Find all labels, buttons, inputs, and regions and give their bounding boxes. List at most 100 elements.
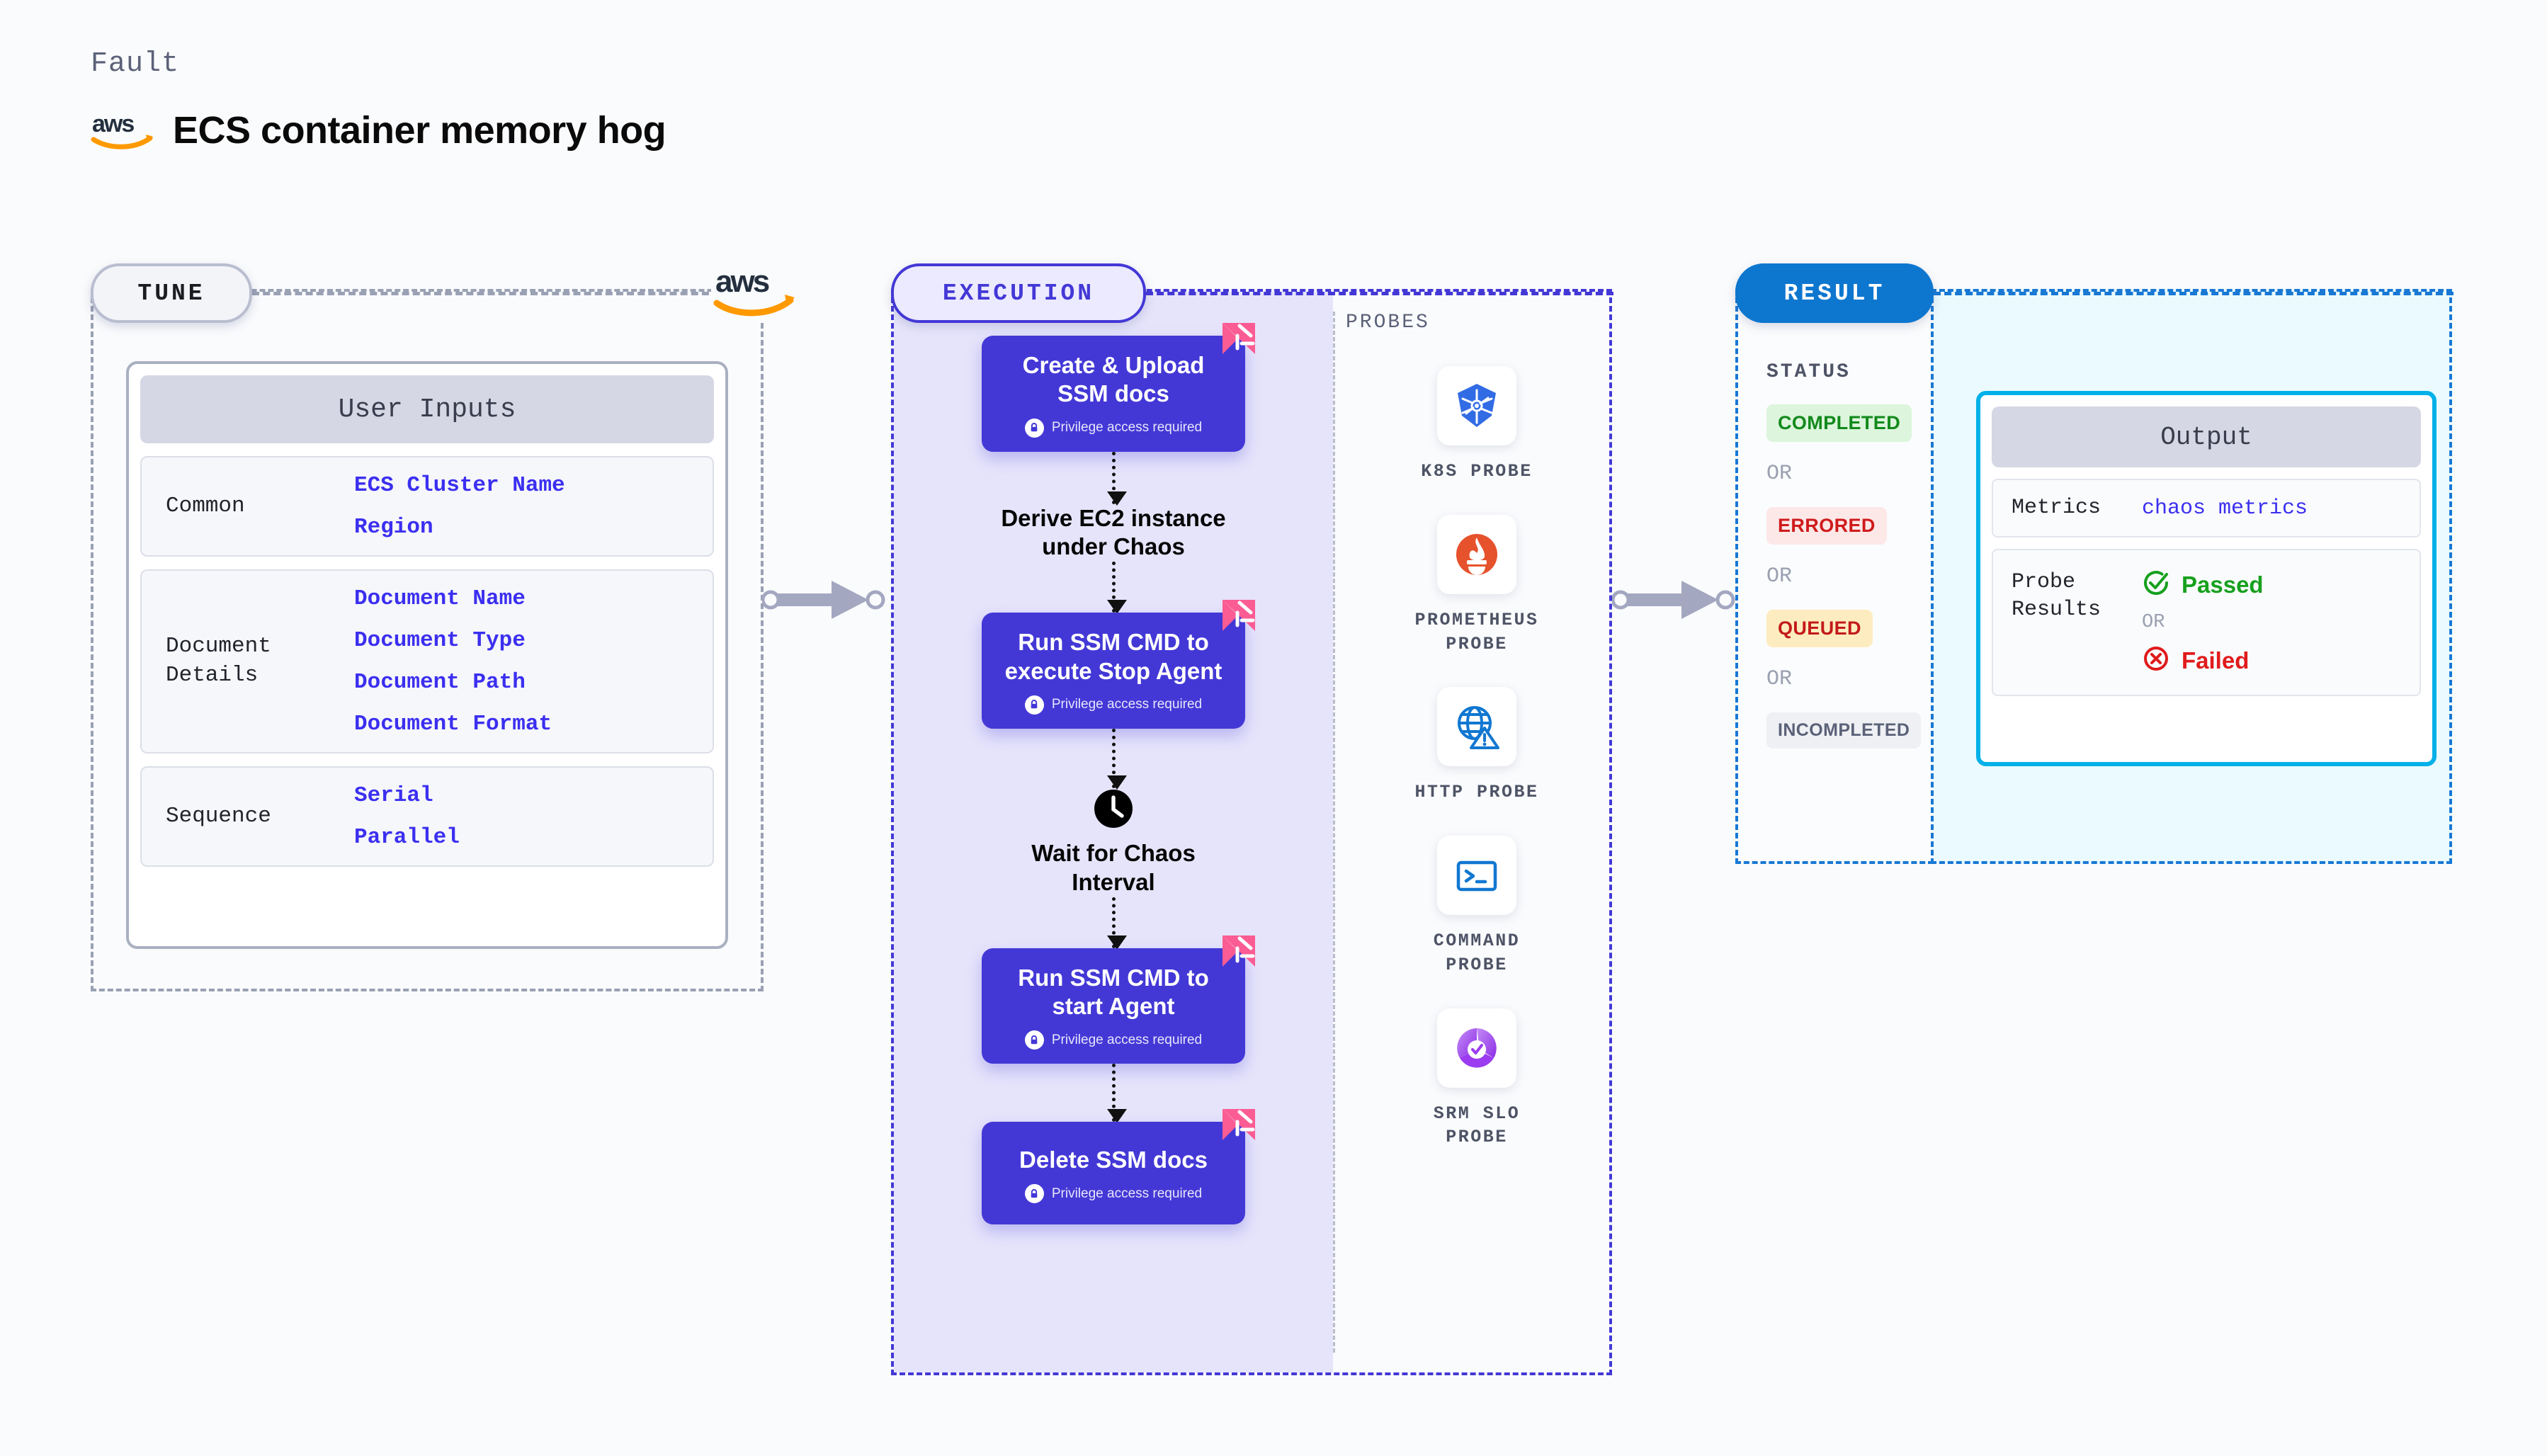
status-label: STATUS [1766,361,1851,383]
page-header: Fault aws ECS container memory hog [91,48,666,152]
svg-text:aws: aws [715,264,769,299]
execution-step-card[interactable]: Run SSM CMD to start Agent Privilege acc… [982,935,1255,1064]
output-metrics-value[interactable]: chaos metrics [2142,496,2308,521]
tune-value[interactable]: Document Name [354,586,526,611]
tune-value[interactable]: Region [354,515,433,540]
stage-badge-tune[interactable]: TUNE [91,263,252,323]
litmus-badge-icon [1218,320,1258,357]
output-probe-key: Probe Results [2012,570,2101,622]
execution-step-card[interactable]: Delete SSM docs Privilege access require… [982,1109,1255,1225]
probe-result-passed: Passed [2142,569,2264,601]
status-badge-errored: ERRORED [1766,507,1887,545]
step-privilege-note: Privilege access required [994,1184,1232,1204]
probe-item-http[interactable]: HTTP PROBE [1346,687,1608,804]
step-title: Create & Upload SSM docs [1022,352,1205,407]
step-title: Delete SSM docs [1019,1147,1208,1173]
title-row: aws ECS container memory hog [91,108,666,152]
output-probe-results-row: Probe Results Passed OR [1992,549,2421,696]
litmus-badge-icon [1218,597,1258,634]
lock-icon [1024,1030,1044,1050]
tune-group-common: Common ECS Cluster Name Region [140,456,714,557]
probe-label: K8S PROBE [1421,461,1533,482]
lock-icon [1024,1184,1044,1204]
execution-step-plain: Derive EC2 instance under Chaos [1001,504,1226,560]
step-title: Run SSM CMD to execute Stop Agent [1004,629,1223,684]
probe-label: COMMAND PROBE [1433,931,1521,975]
or-separator: OR [1766,667,1793,691]
output-title: Output [1992,406,2421,467]
clock-icon [1093,788,1134,829]
probe-label: PROMETHEUS PROBE [1414,609,1539,654]
output-card: Output Metrics chaos metrics Probe Resul… [1976,391,2437,766]
aws-logo-icon: aws [91,110,154,150]
tune-group-key: Common [166,493,245,518]
page-title: ECS container memory hog [173,109,666,152]
connector-arrow-tune-to-execution [761,575,897,628]
result-status-frame [1735,289,1934,864]
litmus-badge-icon [1218,1106,1258,1143]
svg-text:aws: aws [92,110,134,137]
probe-item-k8s[interactable]: K8S PROBE [1346,366,1608,484]
aws-watermark-icon: aws [711,261,798,320]
tune-value[interactable]: Serial [354,783,433,808]
lock-icon [1024,695,1044,715]
user-inputs-card: User Inputs Common ECS Cluster Name Regi… [126,361,728,949]
kubernetes-icon [1437,366,1516,445]
step-title: Run SSM CMD to start Agent [1018,964,1209,1019]
execution-step-wait: Wait for Chaos Interval [1031,788,1196,897]
x-circle-icon [2142,644,2170,676]
execution-step-card[interactable]: Run SSM CMD to execute Stop Agent Privil… [982,600,1255,729]
tune-value[interactable]: ECS Cluster Name [354,473,565,498]
failed-label: Failed [2182,647,2250,673]
fault-kicker: Fault [91,48,180,80]
tune-value[interactable]: Parallel [354,825,460,850]
probes-divider [1333,312,1335,1353]
or-separator: OR [1766,462,1793,486]
step-note-text: Privilege access required [1051,1185,1203,1201]
step-connector [1106,728,1127,790]
result-status-column: STATUS COMPLETED OR ERRORED OR QUEUED OR… [1766,361,1944,749]
connector-arrow-execution-to-result [1611,575,1747,628]
step-privilege-note: Privilege access required [994,695,1232,715]
tune-value[interactable]: Document Format [354,712,552,736]
tune-value[interactable]: Document Type [354,628,526,653]
tune-value[interactable]: Document Path [354,670,526,695]
probe-label: HTTP PROBE [1414,782,1539,803]
litmus-badge-icon [1218,933,1258,969]
probe-item-srm-slo[interactable]: SRM SLO PROBE [1346,1008,1608,1150]
passed-label: Passed [2182,571,2264,598]
probe-result-failed: Failed [2142,644,2264,676]
srm-slo-icon [1437,1008,1516,1088]
probes-column: PROBES K8S PROBE [1346,312,1608,1181]
probe-item-prometheus[interactable]: PROMETHEUS PROBE [1346,514,1608,656]
status-badge-completed: COMPLETED [1766,404,1912,442]
step-note-text: Privilege access required [1051,697,1203,712]
terminal-icon [1437,836,1516,915]
execution-steps-column: Create & Upload SSM docs Privilege acces… [894,292,1333,1372]
step-privilege-note: Privilege access required [994,418,1232,438]
step-title: Wait for Chaos Interval [1031,839,1196,895]
probe-item-command[interactable]: COMMAND PROBE [1346,836,1608,977]
step-connector [1106,562,1127,615]
result-pill-connector-line [1934,292,2454,295]
stage-badge-execution[interactable]: EXECUTION [891,263,1146,323]
http-globe-warning-icon [1437,687,1516,767]
step-connector [1106,1064,1127,1124]
output-metrics-row: Metrics chaos metrics [1992,479,2421,538]
output-metrics-key: Metrics [2012,496,2101,520]
step-connector [1106,897,1127,950]
step-privilege-note: Privilege access required [994,1030,1232,1050]
execution-step-card[interactable]: Create & Upload SSM docs Privilege acces… [982,323,1255,452]
step-connector [1106,451,1127,506]
execution-pill-connector-line [1146,292,1613,295]
step-note-text: Privilege access required [1051,420,1203,435]
stage-badge-result[interactable]: RESULT [1735,263,1934,323]
tune-group-sequence: Sequence Serial Parallel [140,766,714,867]
tune-group-key: Sequence [166,803,271,829]
lock-icon [1024,418,1044,438]
or-separator: OR [1766,564,1793,588]
status-badge-incompleted: INCOMPLETED [1766,712,1922,749]
user-inputs-title: User Inputs [140,375,714,443]
